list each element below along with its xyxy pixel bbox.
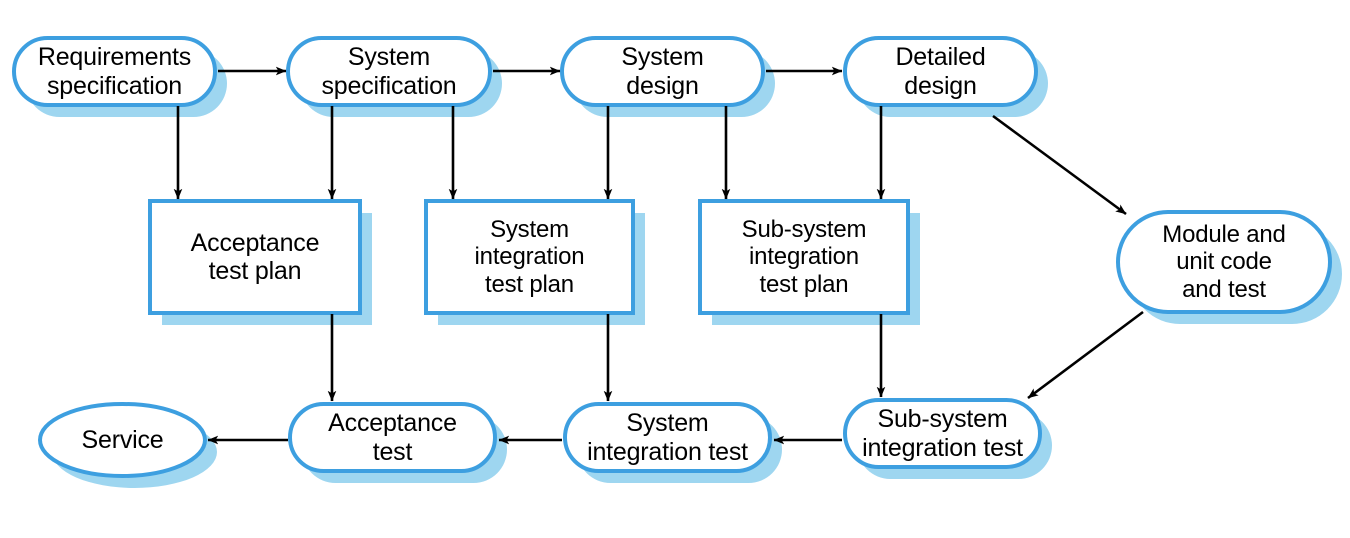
node-shape-system-integration-test[interactable] xyxy=(563,402,772,473)
node-shape-requirements-specification[interactable] xyxy=(12,36,217,107)
node-shape-acceptance-test-plan[interactable] xyxy=(148,199,362,315)
node-shape-layer xyxy=(12,36,1332,478)
node-shape-system-design[interactable] xyxy=(560,36,765,107)
node-shape-acceptance-test[interactable] xyxy=(288,402,497,473)
node-shape-system-integration-test-plan[interactable] xyxy=(424,199,635,315)
node-shape-module-and-unit-code-and-test[interactable] xyxy=(1116,210,1332,314)
edge-module-unit-code-to-sub-system-integration-test xyxy=(1027,310,1144,400)
node-shape-service[interactable] xyxy=(38,402,207,478)
node-shape-system-specification[interactable] xyxy=(286,36,492,107)
node-shape-detailed-design[interactable] xyxy=(843,36,1038,107)
edge-detailed-design-to-module-unit-code xyxy=(992,114,1127,216)
node-shape-sub-system-integration-test-plan[interactable] xyxy=(698,199,910,315)
edge-layer xyxy=(173,66,1144,445)
node-shape-sub-system-integration-test[interactable] xyxy=(843,398,1042,469)
